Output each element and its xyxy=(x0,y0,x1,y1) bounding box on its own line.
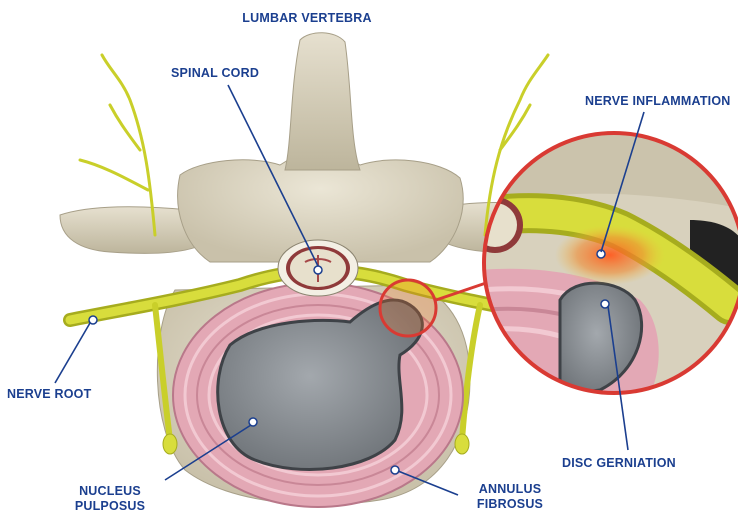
label-annulus-fibrosus: ANNULUS FIBROSUS xyxy=(477,482,543,512)
label-nucleus-line2: PULPOSUS xyxy=(75,499,145,514)
label-nerve-root: NERVE ROOT xyxy=(7,387,91,402)
label-spinal-cord: SPINAL CORD xyxy=(171,66,259,81)
label-nucleus-line1: NUCLEUS xyxy=(75,484,145,499)
spinous-process xyxy=(285,33,360,170)
label-nerve-inflammation: NERVE INFLAMMATION xyxy=(585,94,731,109)
label-annulus-line2: FIBROSUS xyxy=(477,497,543,512)
label-disc-herniation: DISC GERNIATION xyxy=(562,456,676,471)
diagram-title: LUMBAR VERTEBRA xyxy=(242,11,371,26)
magnified-view xyxy=(467,130,738,400)
label-annulus-line1: ANNULUS xyxy=(477,482,543,497)
label-nucleus-pulposus: NUCLEUS PULPOSUS xyxy=(75,484,145,514)
spinal-cord xyxy=(278,240,358,296)
